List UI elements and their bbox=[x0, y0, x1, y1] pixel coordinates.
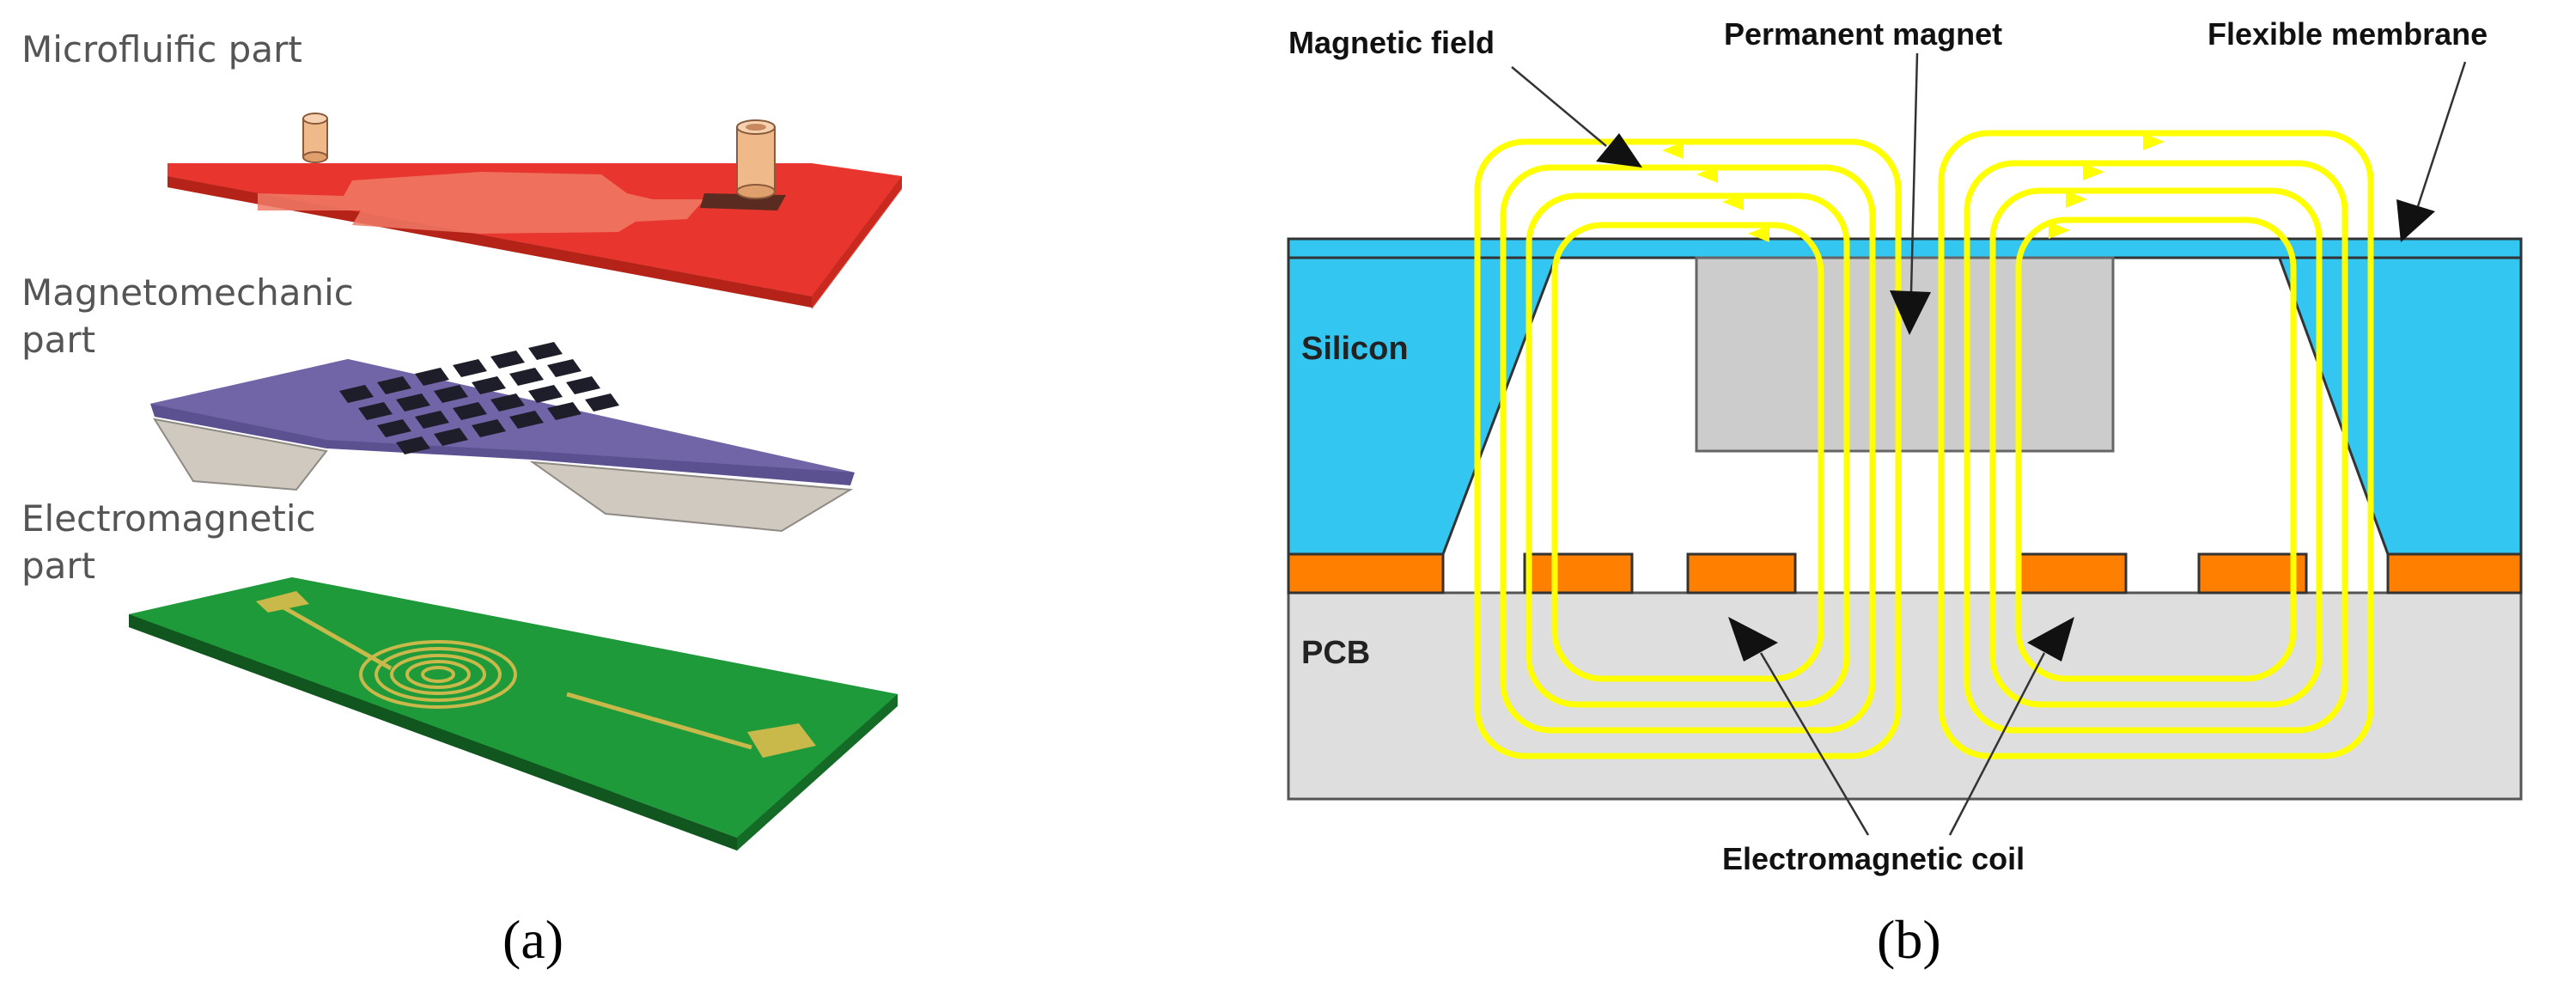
inlet-tube bbox=[302, 113, 328, 163]
leader-magnetic-field bbox=[1511, 66, 1607, 147]
coil-segment bbox=[1287, 552, 1445, 595]
magnet-array-element bbox=[472, 419, 506, 437]
coil-segment bbox=[2386, 552, 2523, 595]
permanent-magnet bbox=[1695, 256, 2115, 453]
magnet-array-element bbox=[377, 419, 411, 437]
magnet-array-element bbox=[472, 376, 506, 394]
coil-segment bbox=[2017, 552, 2128, 595]
membrane-top bbox=[150, 359, 855, 473]
label-electromagnetic-1: Electromagnetic bbox=[21, 497, 316, 540]
label-magnetomechanic-1: Magnetomechanic bbox=[21, 271, 354, 314]
magnet-array-element bbox=[528, 385, 563, 403]
leader-permanent-magnet bbox=[1909, 52, 1919, 293]
magnet-array-element bbox=[396, 393, 430, 412]
magnetomechanic-layer bbox=[150, 342, 855, 533]
field-loop bbox=[1474, 138, 1902, 759]
label-electromagnetic-coil: Electromagnetic coil bbox=[1722, 841, 2025, 876]
label-magnetic-field: Magnetic field bbox=[1288, 25, 1495, 60]
field-loop bbox=[1500, 164, 1876, 734]
magnet-array-element bbox=[528, 342, 563, 360]
magnet-array-element bbox=[453, 402, 487, 420]
caption-b: (b) bbox=[1877, 909, 1941, 970]
trace-right bbox=[566, 692, 752, 750]
magnet-array-element bbox=[509, 411, 544, 429]
field-loop bbox=[1989, 187, 2323, 708]
panel-a: Microfluific part Magnetomechani bbox=[21, 28, 902, 970]
flexible-membrane bbox=[1287, 237, 2523, 259]
contact-pad-right bbox=[747, 723, 816, 758]
magnet-array-element bbox=[509, 368, 544, 386]
pcb-block bbox=[1287, 591, 2523, 801]
support-left bbox=[152, 418, 328, 491]
label-permanent-magnet: Permanent magnet bbox=[1724, 16, 2002, 52]
coil-segment bbox=[1686, 552, 1797, 595]
magnet-array-element bbox=[490, 351, 525, 369]
magnet-array-element bbox=[415, 411, 449, 429]
label-silicon: Silicon bbox=[1301, 331, 1409, 367]
label-pcb: PCB bbox=[1301, 635, 1370, 671]
field-loop bbox=[1938, 130, 2374, 759]
magnetic-field-lines bbox=[1474, 130, 2374, 759]
support-right bbox=[529, 460, 854, 533]
callout-leaders bbox=[1511, 52, 2467, 836]
magnet-array-element bbox=[377, 376, 411, 394]
magnet-array-element bbox=[566, 376, 600, 394]
magnet-array bbox=[339, 342, 619, 454]
label-electromagnetic-2: part bbox=[21, 545, 95, 587]
label-flexible-membrane: Flexible membrane bbox=[2208, 16, 2488, 52]
outlet-tube bbox=[736, 119, 776, 199]
electromagnetic-layer bbox=[129, 577, 898, 851]
leader-coil-right bbox=[1948, 652, 2046, 836]
caption-a: (a) bbox=[502, 909, 563, 970]
magnet-array-element bbox=[358, 402, 393, 420]
field-loop bbox=[1526, 192, 1850, 708]
field-arrows bbox=[1662, 133, 2165, 242]
magnet-array-element bbox=[547, 402, 582, 420]
coil-segment bbox=[2197, 552, 2308, 595]
field-loop bbox=[2015, 217, 2297, 682]
magnet-array-element bbox=[547, 359, 582, 377]
magnet-array-element bbox=[453, 359, 487, 377]
magnet-array-element bbox=[434, 385, 468, 403]
magnet-array-element bbox=[396, 436, 430, 454]
panel-b: Silicon PCB Magnetic field Permanent mag… bbox=[1287, 16, 2523, 970]
spiral-coil bbox=[359, 640, 517, 709]
coil-segment bbox=[1523, 552, 1634, 595]
label-magnetomechanic-2: part bbox=[21, 319, 95, 361]
silicon-right bbox=[2274, 247, 2523, 556]
leader-coil-left bbox=[1759, 652, 1870, 836]
magnet-array-element bbox=[434, 428, 468, 446]
magnet-array-element bbox=[339, 385, 374, 403]
magnet-array-element bbox=[490, 393, 525, 412]
magnet-array-element bbox=[415, 368, 449, 386]
silicon-left bbox=[1287, 247, 1562, 556]
pcb-top bbox=[129, 577, 898, 838]
field-loop bbox=[1551, 222, 1824, 682]
label-microfluidic-part: Microfluific part bbox=[21, 28, 302, 70]
magnet-array-element bbox=[585, 393, 619, 412]
microfluidic-channel bbox=[258, 172, 704, 234]
coil-segments bbox=[1287, 552, 2523, 595]
microfluidic-layer bbox=[167, 113, 902, 309]
contact-pad-left bbox=[256, 591, 309, 613]
leader-flexible-membrane bbox=[2416, 61, 2467, 207]
field-loop bbox=[1964, 160, 2348, 734]
